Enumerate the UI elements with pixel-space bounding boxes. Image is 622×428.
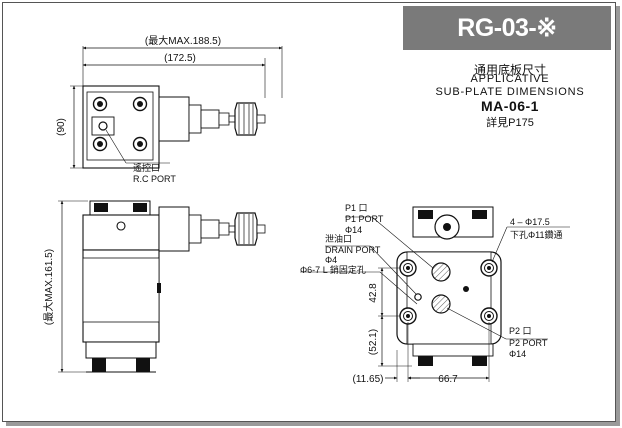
holes-label-2: 下孔Φ11鑽通 [510, 229, 563, 240]
title-banner [403, 6, 611, 50]
dim-max-161-label: (最大MAX.161.5) [42, 249, 55, 325]
subplate-title-en-2: SUB-PLATE DIMENSIONS [435, 86, 585, 98]
dim-172-label: (172.5) [164, 53, 196, 64]
valve-upper-body-side [82, 214, 160, 251]
holes-label: 4 – Φ17.5 [510, 217, 550, 227]
p1-size: Φ14 [345, 225, 362, 235]
mounting-holes [399, 259, 498, 325]
drain-size: Φ4 [325, 255, 337, 265]
dim-max-188-label: (最大MAX.188.5) [145, 34, 221, 47]
adjusting-knob-top [234, 102, 258, 136]
p2-label-en: P2 PORT [509, 338, 548, 348]
subplate-view: P1 口 P1 PORT Φ14 泄油口 DRAIN PORT Φ4 Φ6-7 … [300, 203, 570, 385]
pin-hole-label: Φ6-7 L 銷固定孔 [300, 264, 366, 275]
dim-11-65-label: (11.65) [353, 374, 384, 385]
top-view: (最大MAX.188.5) (172.5) (90) [56, 34, 283, 184]
dim-66-7-label: 66.7 [438, 374, 458, 385]
dim-90-label: (90) [56, 118, 67, 136]
rc-port-label-en: R.C PORT [133, 174, 176, 184]
adjusting-knob-side [234, 212, 258, 246]
drain-port-circle [414, 293, 422, 301]
p2-port-circle [431, 294, 451, 314]
rc-port-circle [98, 121, 108, 131]
subplate-reference: 詳見P175 [486, 117, 534, 129]
rc-port-label-zh: 遙控口 [133, 162, 160, 173]
subplate-title-en-1: APPLICATIVE [470, 73, 550, 85]
drain-label-zh: 泄油口 [325, 233, 352, 244]
bolt-heads [92, 96, 148, 152]
p1-label-en: P1 PORT [345, 214, 384, 224]
dim-52-1-label: (52.1) [368, 329, 379, 355]
side-view: (最大MAX.161.5) [42, 200, 266, 373]
p2-size: Φ14 [509, 349, 526, 359]
subplate-model: MA-06-1 [481, 98, 539, 114]
p1-port-circle [431, 262, 451, 282]
p2-label-zh: P2 口 [509, 326, 532, 336]
model-title: RG-03-※ [457, 14, 557, 42]
dim-42-8-label: 42.8 [368, 283, 379, 303]
drain-label-en: DRAIN PORT [325, 245, 381, 255]
subplate-title-zh: 通用底板尺寸 [473, 63, 546, 77]
p1-label-zh: P1 口 [345, 203, 368, 213]
